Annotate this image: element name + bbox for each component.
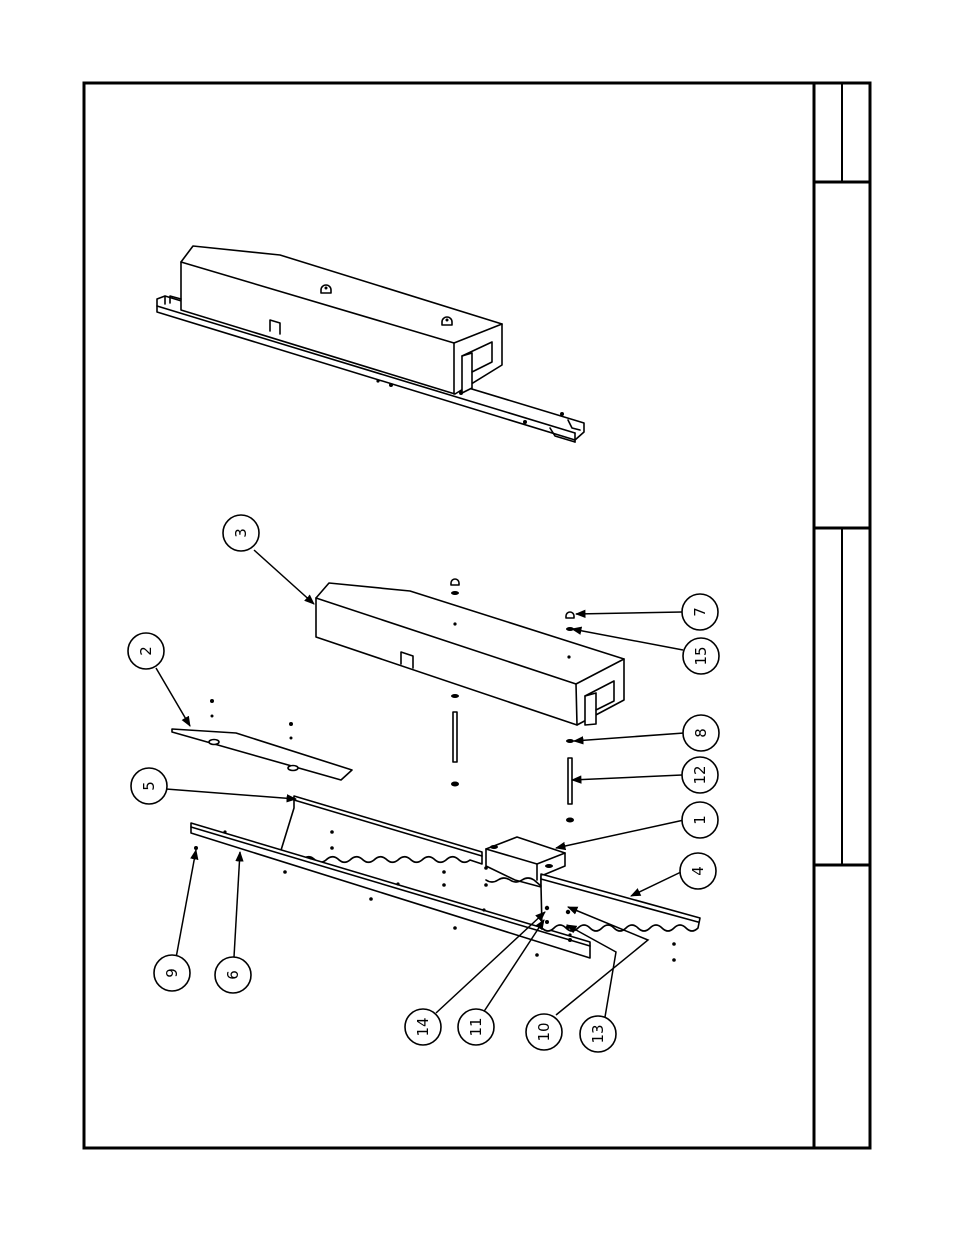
title-block xyxy=(814,83,870,865)
balloon-label: 9 xyxy=(163,968,181,978)
balloon-label: 8 xyxy=(692,728,710,738)
balloon-item-9: 9 xyxy=(154,955,190,991)
part-3-housing xyxy=(316,583,624,725)
balloon-item-10: 10 xyxy=(526,1014,562,1050)
balloon-item-13: 13 xyxy=(580,1016,616,1052)
balloon-item-6: 6 xyxy=(215,957,251,993)
balloon-label: 11 xyxy=(467,1017,485,1036)
balloon-item-4: 4 xyxy=(680,853,716,889)
exploded-view xyxy=(172,579,700,962)
balloon-item-5: 5 xyxy=(131,768,167,804)
balloon-item-11: 11 xyxy=(458,1009,494,1045)
balloon-item-14: 14 xyxy=(405,1009,441,1045)
balloon-label: 7 xyxy=(691,607,709,617)
balloon-label: 14 xyxy=(414,1017,432,1036)
balloon-item-8: 8 xyxy=(683,715,719,751)
balloon-item-12: 12 xyxy=(682,757,718,793)
balloon-item-2: 2 xyxy=(128,633,164,669)
balloon-label: 6 xyxy=(224,970,242,980)
balloon-label: 3 xyxy=(232,528,250,538)
assembled-view xyxy=(157,246,584,442)
balloon-label: 1 xyxy=(691,815,709,825)
assembled-housing xyxy=(170,246,502,394)
balloon-label: 12 xyxy=(691,765,709,784)
balloon-label: 4 xyxy=(689,866,707,876)
balloon-item-15: 15 xyxy=(683,638,719,674)
stud-icon xyxy=(442,317,452,325)
balloon-item-3: 3 xyxy=(223,515,259,551)
balloon-label: 13 xyxy=(589,1024,607,1043)
stud-icon xyxy=(321,285,331,293)
part-5-serrated-bar xyxy=(278,796,488,887)
balloon-label: 2 xyxy=(137,646,155,656)
balloon-label: 5 xyxy=(140,781,158,791)
balloon-label: 10 xyxy=(535,1022,553,1041)
balloon-item-1: 1 xyxy=(682,802,718,838)
balloon-label: 15 xyxy=(692,646,710,665)
balloon-item-7: 7 xyxy=(682,594,718,630)
part-2-plate xyxy=(172,699,352,780)
